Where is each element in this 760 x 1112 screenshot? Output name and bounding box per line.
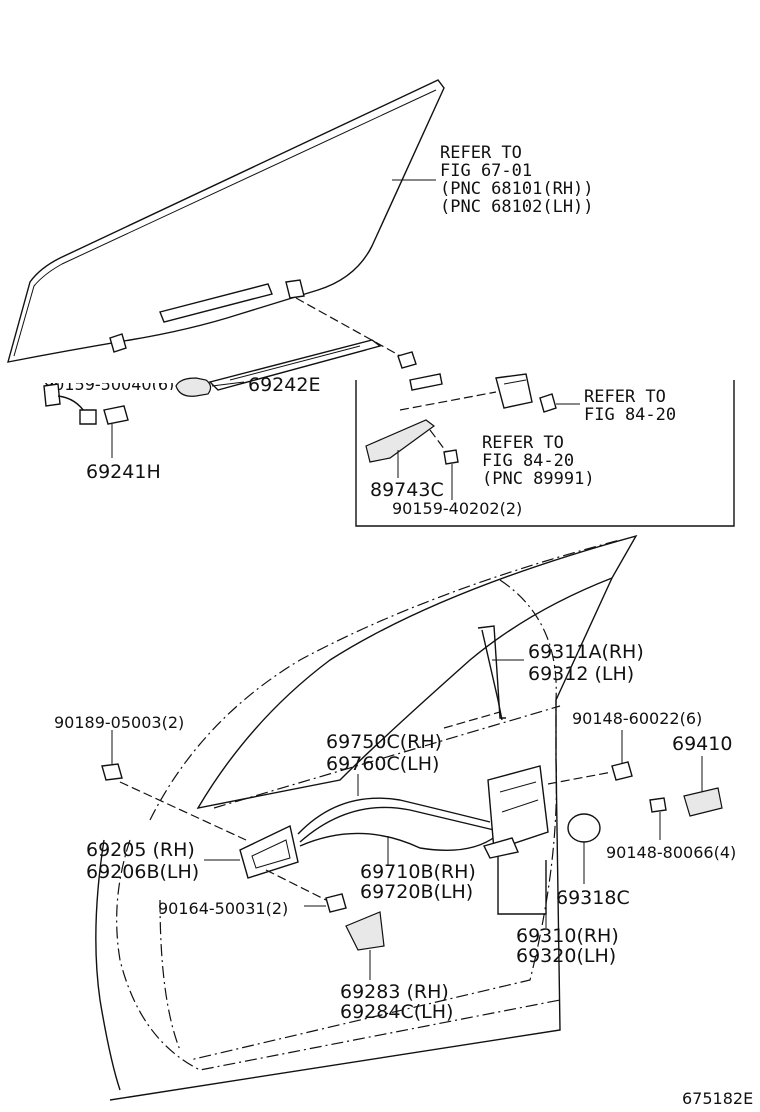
label-69242e: 69242E (248, 374, 320, 396)
label-69320: 69320(LH) (516, 945, 616, 967)
door-glass (7, 79, 445, 363)
label-69283: 69283 (RH) (340, 981, 449, 1003)
leader-90164-handle (265, 869, 327, 901)
label-90159-partial: 90159-50040(6) (44, 375, 174, 394)
label-69710b: 69710B(RH) (360, 861, 476, 883)
screw-90164 (325, 893, 347, 913)
rail-bracket (409, 373, 443, 391)
label-refer-reg-1: REFER TO (482, 433, 564, 453)
label-69318c: 69318C (556, 887, 630, 909)
label-refer-glass-2: FIG 67-01 (440, 161, 532, 181)
label-refer-motor-2: FIG 84-20 (584, 405, 676, 425)
label-69205: 69205 (RH) (86, 839, 195, 861)
window-regulator-rail (208, 339, 382, 391)
label-refer-motor-1: REFER TO (584, 387, 666, 407)
screw-90148-80066 (649, 797, 667, 813)
leader-rod (443, 711, 501, 729)
leader-inset-1 (399, 391, 497, 411)
label-69311a: 69311A(RH) (528, 641, 644, 663)
lock-cable-69710b (299, 832, 497, 851)
label-refer-glass-1: REFER TO (440, 143, 522, 163)
bolt-90159-40202 (443, 449, 459, 465)
label-90189: 90189-05003(2) (54, 713, 184, 732)
label-69284c: 69284C(LH) (340, 1001, 453, 1023)
label-90148-80066: 90148-80066(4) (606, 843, 736, 862)
leader-69242e (211, 381, 245, 387)
label-90148-60022: 90148-60022(6) (572, 709, 702, 728)
label-69760c: 69760C(LH) (326, 753, 439, 775)
label-refer-reg-3: (PNC 89991) (482, 469, 595, 489)
bolt (397, 351, 417, 369)
harness-69241h (43, 383, 129, 425)
label-69720b: 69720B(LH) (360, 881, 473, 903)
motor-screw (539, 393, 557, 413)
label-69750c: 69750C(RH) (326, 731, 442, 753)
figure-code: 675182E (682, 1089, 753, 1108)
regulator-motor (495, 373, 533, 409)
screw-90148-60022 (611, 761, 633, 781)
label-refer-reg-2: FIG 84-20 (482, 451, 574, 471)
leader-inset-2 (429, 429, 449, 455)
leader-screw-lock (547, 771, 613, 785)
label-refer-glass-4: (PNC 68102(LH)) (440, 197, 594, 217)
pad-69283 (345, 911, 385, 951)
grommet-69242e (175, 377, 212, 397)
bracket-89743c (365, 419, 436, 463)
label-89743c: 89743C (370, 479, 444, 501)
lock-rod-69311a (477, 625, 506, 721)
label-69312: 69312 (LH) (528, 663, 634, 685)
leader-90189-handle (119, 781, 247, 841)
label-90164: 90164-50031(2) (158, 899, 288, 918)
label-69241h: 69241H (86, 461, 161, 483)
lock-cable-69750c (297, 797, 495, 843)
inset-box (355, 380, 735, 527)
striker-69410 (683, 787, 723, 817)
inside-handle-69205 (239, 824, 299, 879)
label-69410: 69410 (672, 733, 732, 755)
label-90159-40202: 90159-40202(2) (392, 499, 522, 518)
cover-69318c (567, 813, 601, 843)
label-refer-glass-3: (PNC 68101(RH)) (440, 179, 594, 199)
door-lock-69310 (482, 765, 549, 859)
bracket-69310 (497, 856, 547, 915)
label-69206b: 69206B(LH) (86, 861, 199, 883)
leader-glass-bolt (295, 297, 405, 359)
clip-90189 (101, 763, 123, 781)
label-69310: 69310(RH) (516, 925, 619, 947)
door-frame (95, 534, 638, 1101)
